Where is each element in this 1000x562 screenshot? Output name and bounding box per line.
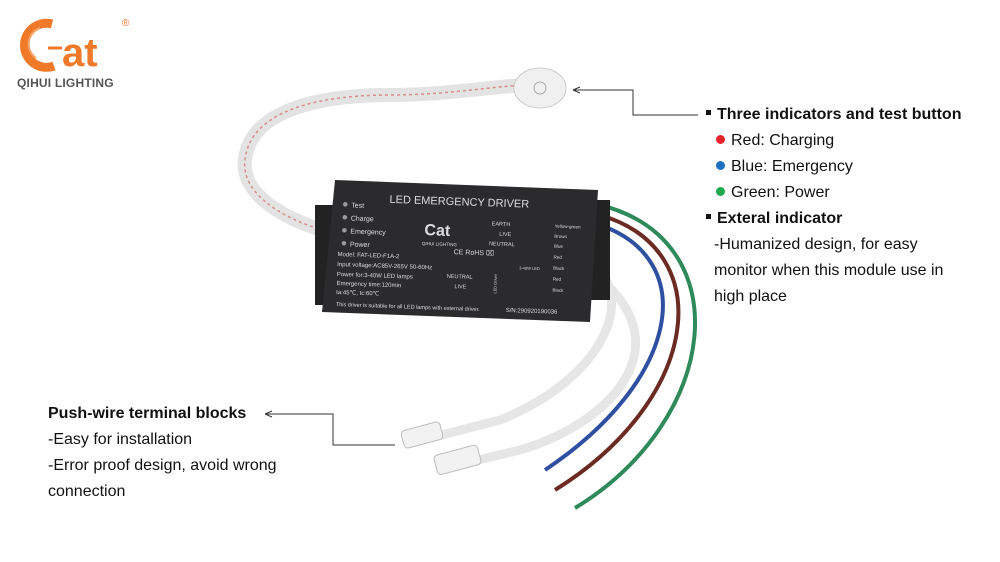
svg-text:Red: Red [553,277,562,282]
external-indicator-sensor [513,67,567,109]
svg-text:LED Driver: LED Driver [492,273,498,293]
pointer-indicator [573,89,698,116]
brand-logo: at ® [14,10,134,90]
svg-text:Input voltage:AC85V-265V 50-60: Input voltage:AC85V-265V 50-60Hz [337,262,432,271]
svg-text:CE RoHS ⌧: CE RoHS ⌧ [454,248,495,257]
svg-text:Power: Power [350,241,371,249]
terminal-desc-1: -Easy for installation [48,431,193,448]
external-desc-3: high place [714,288,787,305]
pointer-terminal [265,413,395,446]
svg-text:Blue: Blue [554,244,564,249]
svg-text:Model: FAT-LED-F1A-2: Model: FAT-LED-F1A-2 [337,252,400,260]
svg-text:LED EMERGENCY DRIVER: LED EMERGENCY DRIVER [389,194,529,211]
driver-label: LED EMERGENCY DRIVER Test Charge Emergen… [336,194,582,316]
driver-body [322,180,598,322]
svg-text:Red: Red [553,255,562,260]
external-desc-2: monitor when this module use in [714,262,944,279]
brown-wire [553,213,681,492]
svg-text:Black: Black [553,266,565,271]
blue-dot-icon [716,161,725,171]
svg-text:Yellow-green: Yellow-green [555,224,582,230]
indicator-blue: Blue: Emergency [716,158,853,176]
terminal-heading: Push-wire terminal blocks [48,405,247,422]
svg-text:EARTH: EARTH [492,221,511,228]
external-heading: Exteral indicator [706,210,842,228]
dc-connector-female [433,444,482,475]
indicator-red: Red: Charging [716,132,834,150]
green-wire [573,203,697,510]
svg-text:LIVE: LIVE [499,232,511,238]
svg-text:S/N:290920190036: S/N:290920190036 [506,308,559,316]
white-cable-2 [468,271,641,467]
svg-text:NEUTRAL: NEUTRAL [447,274,473,281]
svg-text:LIVE: LIVE [454,284,466,290]
brand-company: QIHUI LIGHTING [17,76,114,90]
indicators-heading: Three indicators and test button [706,106,961,124]
svg-text:3-40W LED: 3-40W LED [519,265,540,271]
terminal-desc-3: connection [48,483,126,500]
red-dot-icon [716,135,725,145]
green-dot-icon [716,187,725,197]
svg-text:Emergency time:120min: Emergency time:120min [336,281,401,289]
dc-connector-male [400,421,444,449]
svg-text:Brown: Brown [554,234,567,239]
svg-text:Emergency: Emergency [350,228,386,236]
indicator-green: Green: Power [716,184,830,202]
svg-text:Charge: Charge [351,215,374,223]
svg-text:NEUTRAL: NEUTRAL [489,241,515,248]
terminal-desc-2: -Error proof design, avoid wrong [48,457,277,474]
svg-text:at: at [62,31,98,75]
svg-text:®: ® [122,18,130,29]
svg-text:Test: Test [351,202,364,209]
svg-text:QIHUI LIGHTING: QIHUI LIGHTING [422,241,458,247]
blue-wire [543,223,665,472]
svg-text:Power for:3-40W LED lamps: Power for:3-40W LED lamps [337,272,413,281]
svg-text:Cat: Cat [424,222,451,240]
external-desc-1: -Humanized design, for easy [714,236,918,253]
svg-text:This driver is suitable for al: This driver is suitable for all LED lamp… [336,302,481,313]
svg-text:ta:45℃, tc:60℃: ta:45℃, tc:60℃ [336,290,380,298]
svg-text:Black: Black [552,288,564,293]
